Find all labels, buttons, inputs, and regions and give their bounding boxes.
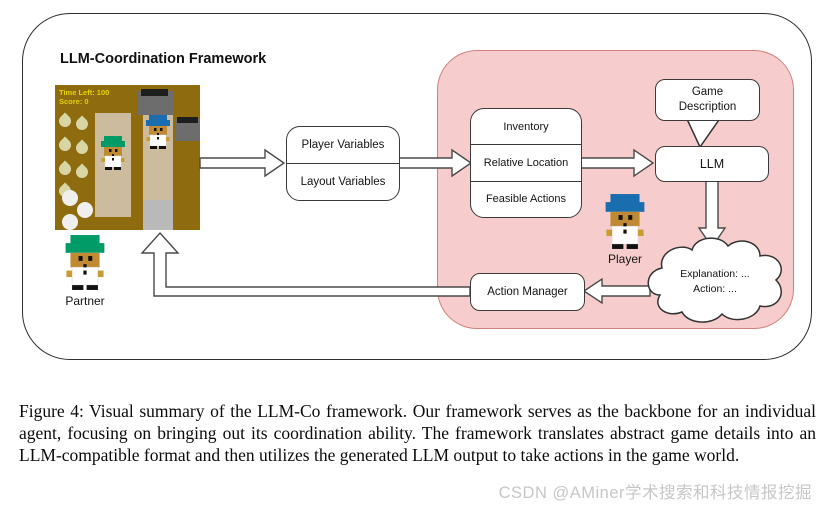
onion-icon [56,112,74,130]
variables-box: Player Variables Layout Variables [286,126,400,201]
onion-icon [56,160,74,178]
plate-icon [62,214,78,230]
player-variables-cell: Player Variables [301,139,385,151]
stove-top-icon [177,117,198,123]
player-label: Player [607,252,642,266]
player-avatar-icon [605,194,645,249]
llm-output-text: Explanation: ... Action: ... [680,268,750,296]
framework-title: LLM-Coordination Framework [60,51,267,67]
partner-chef-icon [101,136,125,170]
hud-score: Score: 0 [59,97,89,106]
relative-location-cell: Relative Location [471,144,581,180]
action-manager-box: Action Manager [470,273,585,311]
layout-variables-cell: Layout Variables [287,163,399,200]
llm-box: LLM [655,146,769,182]
onion-icon [73,163,91,181]
stove-top-icon [141,89,168,96]
plate-icon [62,190,78,206]
partner-avatar-icon [65,235,105,290]
partner-label: Partner [65,294,105,308]
stove-icon [175,119,200,141]
onion-icon [56,136,74,154]
csdn-watermark: CSDN @AMiner学术搜索和科技情报挖掘 [498,484,812,502]
game-description-bubble: Game Description [655,79,760,121]
inventory-cell: Inventory [503,120,549,133]
onion-icon [73,115,91,133]
game-screenshot: Time Left: 100 Score: 0 [55,85,200,230]
feasible-actions-cell: Feasible Actions [471,180,581,217]
hud-time-left: Time Left: 100 [59,88,110,97]
delivery-tile [143,200,173,230]
figure-caption: Figure 4: Visual summary of the LLM-Co f… [19,401,816,465]
context-box: Inventory Relative Location Feasible Act… [470,108,582,218]
player-chef-icon [146,115,170,149]
plate-icon [77,202,93,218]
onion-icon [73,139,91,157]
